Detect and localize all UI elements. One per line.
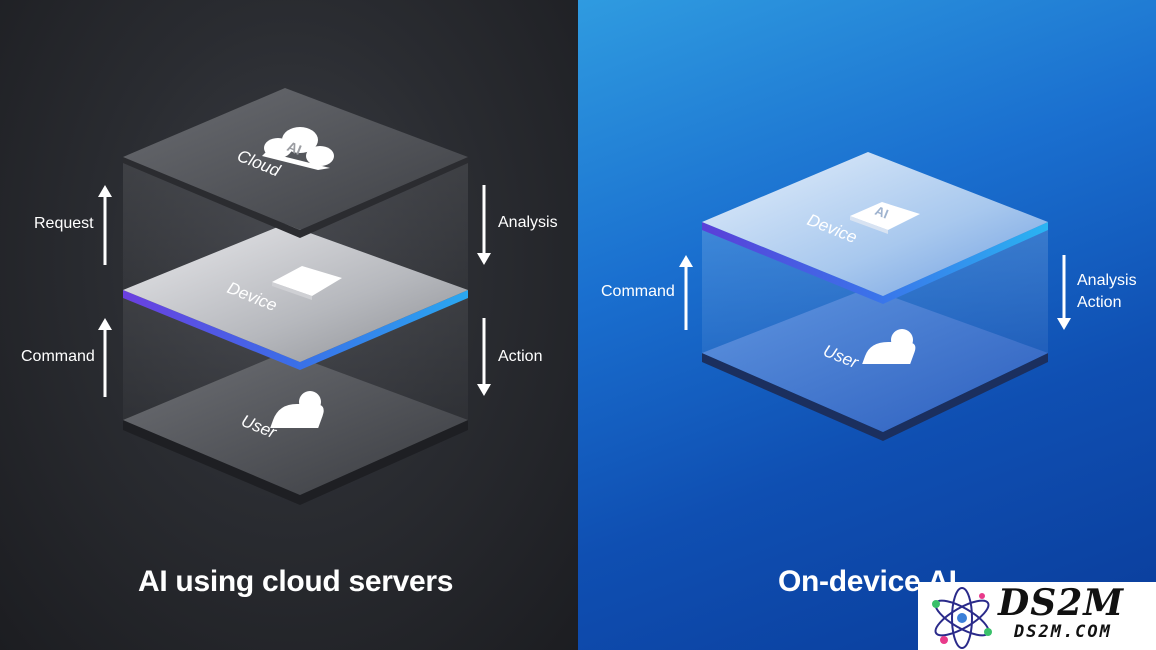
analysis-label: Analysis [498, 214, 558, 231]
user-icon [862, 329, 916, 364]
atom-logo-icon [932, 587, 992, 649]
watermark-title: DS2M [998, 582, 1125, 624]
cloud-ai-caption: AI using cloud servers [138, 565, 454, 598]
analysis-arrow [477, 185, 491, 265]
chip-icon [272, 266, 342, 300]
command-arrow [98, 318, 112, 397]
request-label: Request [34, 215, 94, 232]
cloud-icon: AI [262, 127, 334, 170]
cloud-ai-badge: AI [285, 138, 304, 158]
user-icon [270, 391, 324, 428]
watermark: DS2M DS2M.COM [918, 582, 1156, 650]
on-device-ai-diagram: User AI Device [679, 152, 1071, 441]
analysis-action-arrow [1057, 255, 1071, 330]
user-layer: User [123, 352, 468, 505]
watermark-subtitle: DS2M.COM [1014, 622, 1112, 642]
device-layer: Device [123, 224, 468, 370]
on-device-ai-panel: User AI Device Command Analysis Action O… [578, 0, 1156, 650]
user-layer: User [702, 288, 1048, 441]
command-label: Command [601, 283, 675, 300]
device-layer: AI Device [702, 152, 1048, 304]
chip-icon: AI [850, 202, 920, 234]
device-ai-badge: AI [873, 203, 891, 222]
command-arrow [679, 255, 693, 330]
cloud-layer: AI Cloud [123, 88, 468, 238]
action-label: Action [498, 348, 543, 365]
request-arrow [98, 185, 112, 265]
command-label: Command [21, 348, 95, 365]
action-arrow [477, 318, 491, 396]
analysis-label: Analysis [1077, 272, 1137, 289]
cloud-ai-diagram: User Device AI Cloud [98, 88, 491, 505]
cloud-ai-panel: User Device AI Cloud [0, 0, 578, 650]
action-label: Action [1077, 294, 1122, 311]
